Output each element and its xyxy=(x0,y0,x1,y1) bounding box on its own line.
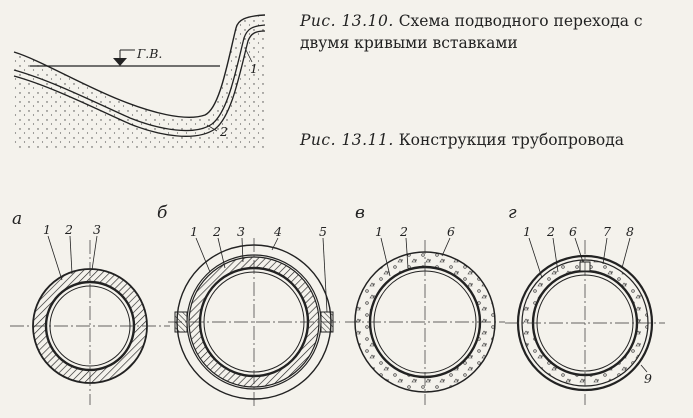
caption-fig-13-10-number: Рис. 13.10. xyxy=(300,12,394,30)
section-a-label-1: 1 xyxy=(43,222,51,237)
section-a-letter: а xyxy=(12,209,22,229)
section-a-label-3: 3 xyxy=(93,222,101,237)
caption-fig-13-11-number: Рис. 13.11. xyxy=(300,131,394,149)
water-level-label: Г.В. xyxy=(136,46,162,61)
scheme-callout-2: 2 xyxy=(219,124,228,139)
section-g-label-8: 8 xyxy=(626,224,634,239)
section-b: б 1 2 3 4 5 xyxy=(157,203,340,408)
section-g-label-2: 2 xyxy=(546,224,555,239)
section-b-letter: б xyxy=(157,203,168,223)
section-b-label-4: 4 xyxy=(273,224,282,239)
section-g-label-1: 1 xyxy=(523,224,531,239)
section-v-label-2: 2 xyxy=(399,224,408,239)
caption-fig-13-11: Рис. 13.11. Конструкция трубопровода xyxy=(300,129,685,151)
callout-2-leader xyxy=(206,124,218,132)
pipeline-inner xyxy=(13,30,266,137)
section-g-letter: г xyxy=(508,203,517,223)
section-v-label-6: 6 xyxy=(447,224,455,239)
section-g-label-9: 9 xyxy=(644,371,652,386)
section-g-label-6: 6 xyxy=(569,224,577,239)
section-a-label-2: 2 xyxy=(64,222,73,237)
pipeline-outer xyxy=(13,24,266,132)
section-a: а 1 2 3 xyxy=(10,209,170,405)
section-v: в 1 2 6 xyxy=(345,203,505,405)
caption-fig-13-10: Рис. 13.10. Схема подводного перехода с … xyxy=(300,10,685,54)
section-v-letter: в xyxy=(355,203,365,223)
scheme-callout-1: 1 xyxy=(250,61,258,76)
section-g: г 1 2 6 7 8 9 xyxy=(505,203,665,405)
caption-fig-13-10-text: Схема подводного перехода с двумя кривым… xyxy=(300,12,643,52)
section-b-label-3: 3 xyxy=(237,224,245,239)
section-b-label-2: 2 xyxy=(212,224,221,239)
section-b-label-5: 5 xyxy=(319,224,327,239)
riverbed-line xyxy=(13,14,266,118)
section-b-label-1: 1 xyxy=(190,224,198,239)
caption-fig-13-11-text: Конструкция трубопровода xyxy=(398,131,625,149)
soil-region xyxy=(14,15,265,148)
callout-1-leader xyxy=(245,49,253,63)
water-marker-icon xyxy=(113,58,127,66)
section-g-label-7: 7 xyxy=(603,224,611,239)
section-v-label-1: 1 xyxy=(375,224,383,239)
underwater-crossing-scheme: Г.В. 1 2 xyxy=(13,14,266,148)
